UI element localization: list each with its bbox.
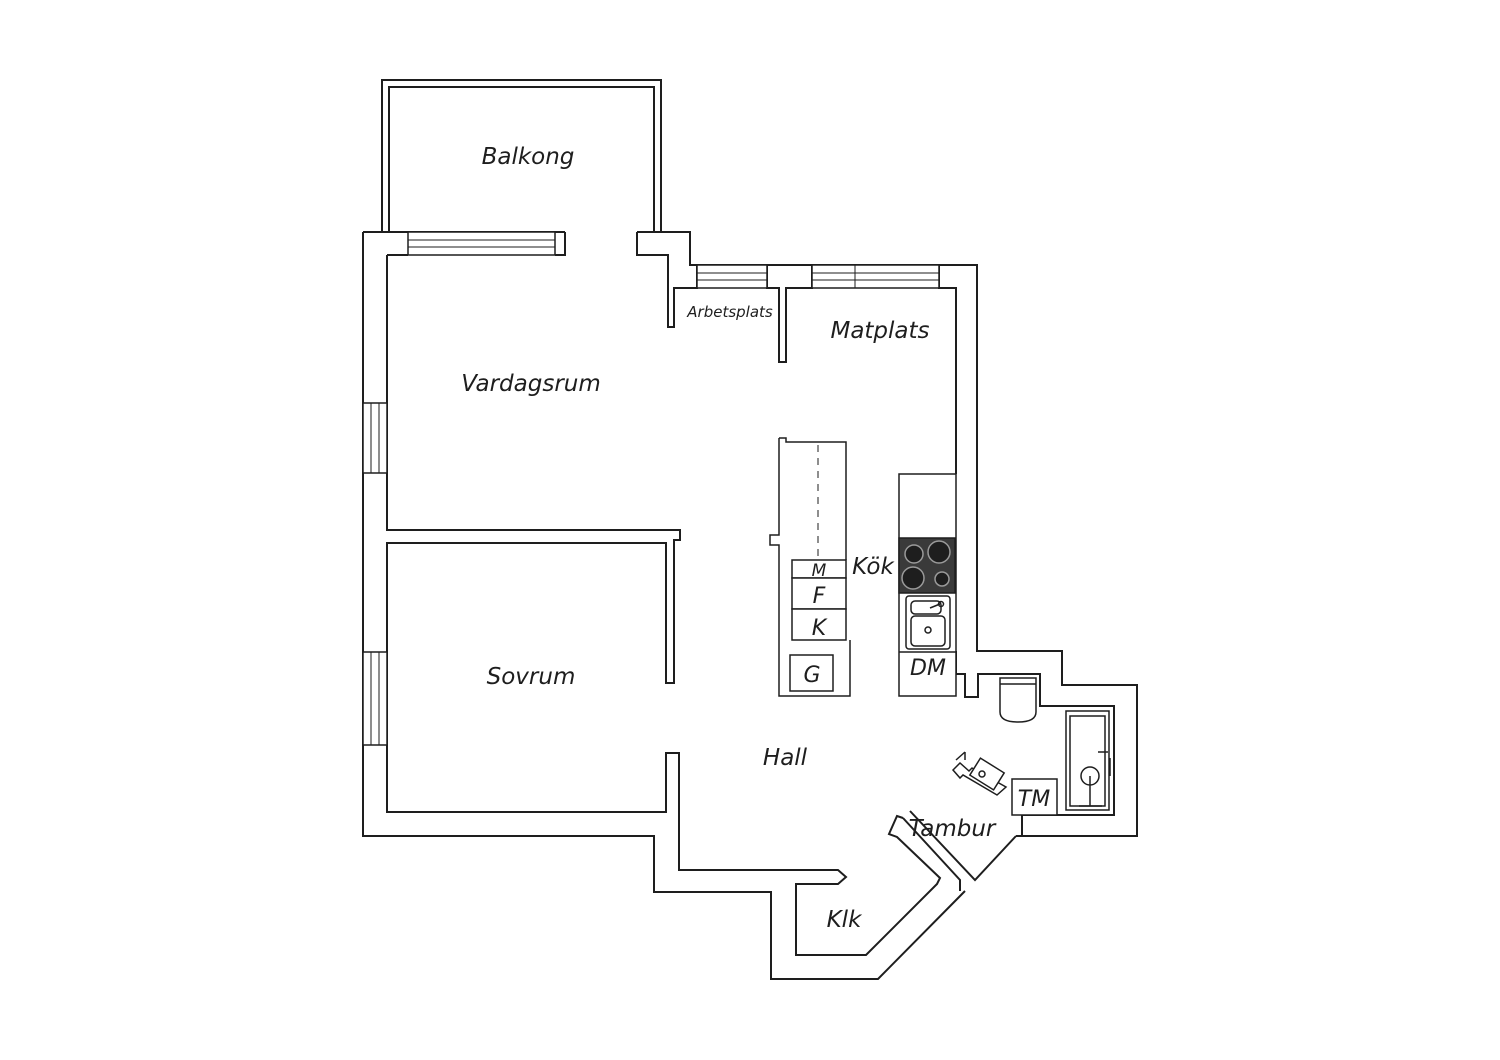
microwave-label: M: [812, 561, 827, 581]
toilet: [999, 677, 1037, 723]
vestibule-label: Tambur: [909, 816, 997, 842]
dishwasher-label: DM: [910, 656, 946, 681]
kitchen-label: Kök: [852, 554, 895, 580]
fridge-unit: [791, 608, 847, 641]
dining-label: Matplats: [830, 318, 929, 344]
sink: [905, 595, 951, 650]
wardrobe-label: G: [803, 663, 820, 688]
kitchen-counter: [898, 473, 957, 697]
kitchen-island: [769, 437, 851, 697]
living-room-label: Vardagsrum: [461, 371, 601, 397]
washing-machine: [1011, 778, 1058, 816]
outer-walls: [362, 231, 1138, 980]
balcony: [381, 79, 662, 232]
hall-label: Hall: [763, 745, 808, 771]
wash-basin: [951, 761, 1008, 796]
closet-label: Klk: [827, 907, 863, 933]
workspace-label: Arbetsplats: [686, 303, 773, 321]
bathroom: [951, 677, 1111, 816]
shower: [1065, 710, 1110, 811]
bedroom-label: Sovrum: [487, 664, 576, 690]
wardrobe-unit: [789, 654, 834, 692]
windows: [362, 231, 940, 746]
balcony-label: Balkong: [482, 144, 575, 170]
washing-machine-label: TM: [1018, 787, 1050, 812]
fridge-label: K: [812, 616, 828, 641]
freezer-label: F: [813, 584, 826, 609]
